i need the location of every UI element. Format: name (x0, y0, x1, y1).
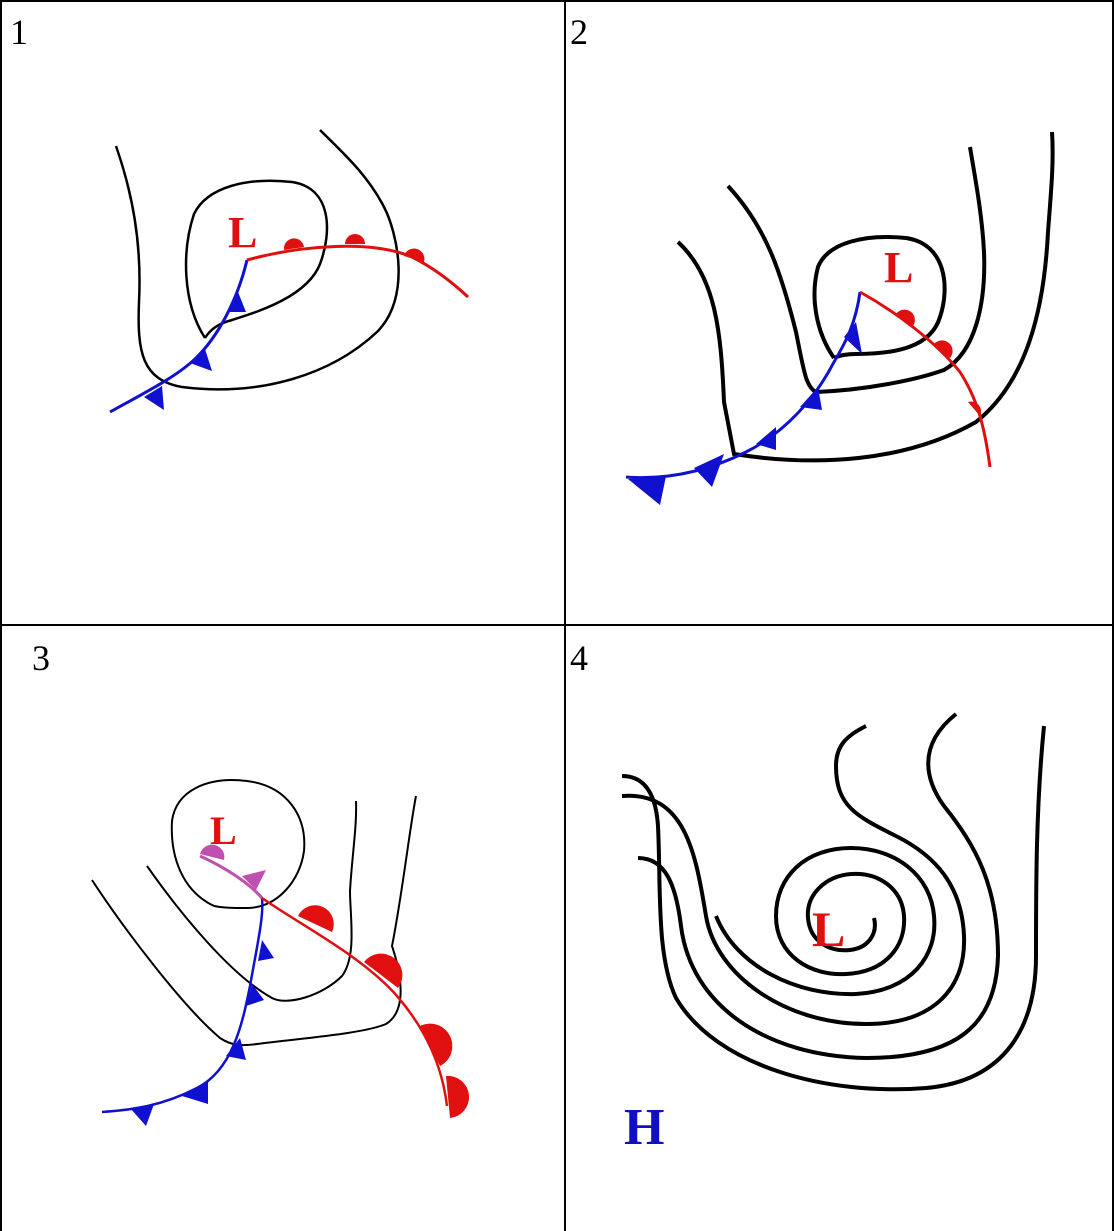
isobar-spiral (714, 845, 937, 997)
isobar (676, 131, 1055, 463)
isobar (621, 725, 1046, 1092)
low-pressure-label: L (884, 243, 913, 292)
low-pressure-label: L (812, 901, 845, 957)
occluded-front-triangle (242, 870, 266, 890)
panel-2-map: L (625, 131, 1055, 505)
border-middle-vertical (564, 0, 566, 1231)
isobar (170, 779, 306, 910)
panel-3-map: L (91, 779, 470, 1126)
cold-front-triangle (628, 476, 666, 505)
cold-front-triangle (756, 427, 776, 450)
border-left (0, 0, 2, 1231)
warm-front-semicircle (934, 340, 953, 358)
panel-3: 3 L (2, 626, 564, 1231)
warm-front-semicircle (420, 1023, 453, 1066)
isobar (637, 712, 1001, 1061)
panel-1-map: L (109, 129, 470, 414)
low-pressure-label: L (210, 808, 237, 853)
warm-front-semicircle (283, 238, 304, 250)
isobar (812, 235, 947, 360)
isobar (91, 795, 417, 1047)
warm-front-line (859, 290, 992, 468)
cold-front-triangle (844, 322, 862, 354)
warm-front-line (246, 244, 470, 299)
panel-4-map: L H (621, 712, 1046, 1156)
cold-front-triangle (130, 1104, 154, 1126)
warm-front-semicircle (896, 309, 915, 326)
cold-front-triangle (182, 1082, 208, 1104)
cold-front-triangle (190, 349, 212, 371)
low-pressure-label: L (228, 208, 257, 257)
warm-front-semicircle (345, 234, 365, 244)
warm-front-semicircle (404, 248, 425, 262)
border-right (1112, 0, 1114, 1231)
panel-2: 2 L (566, 2, 1112, 624)
warm-front-semicircle (446, 1075, 470, 1118)
cold-front-triangle (694, 454, 724, 487)
isobar (146, 800, 358, 1002)
isobar (621, 724, 967, 1027)
panel-4-number: 4 (570, 638, 588, 678)
isobar (726, 146, 987, 395)
panel-1: 1 L (2, 2, 564, 624)
occluded-front-line (199, 854, 264, 899)
cold-front-line (625, 291, 862, 480)
isobar (184, 179, 329, 339)
cold-front-triangle (226, 1038, 246, 1060)
occluded-front-semicircle (200, 844, 225, 860)
cold-front-triangle (258, 940, 274, 961)
cold-front-triangle (800, 387, 822, 410)
panel-1-number: 1 (10, 12, 28, 52)
border-middle-horizontal (0, 624, 1114, 626)
cold-front-triangle (246, 984, 264, 1006)
panel-4: 4 L H (566, 626, 1112, 1231)
warm-front-semicircle (364, 953, 403, 988)
panel-3-number: 3 (32, 638, 50, 678)
warm-front-semicircle (298, 905, 334, 932)
cold-front-triangle (228, 292, 246, 312)
high-pressure-label: H (624, 1099, 664, 1156)
isobar (114, 129, 400, 391)
panel-2-number: 2 (570, 12, 588, 52)
warm-front-line (261, 896, 449, 1107)
border-top (0, 0, 1114, 2)
warm-front-semicircle (968, 401, 982, 416)
cold-front-triangle (144, 386, 164, 410)
